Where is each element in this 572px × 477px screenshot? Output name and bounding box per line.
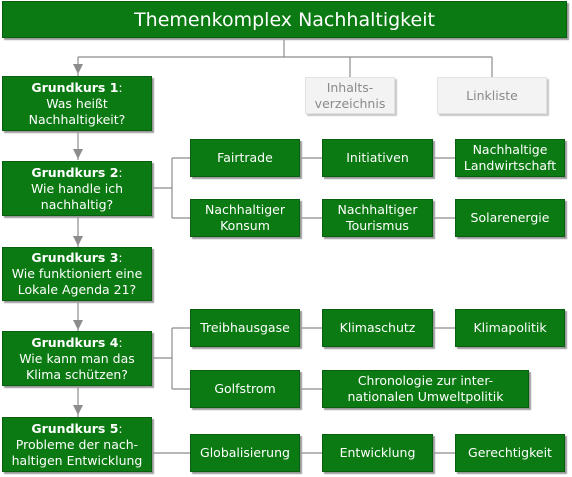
course-5[interactable]: Grundkurs 5: Probleme der nach- haltigen… <box>2 417 152 472</box>
course-label: Grundkurs 5 <box>31 420 119 436</box>
arrow-down-icon <box>73 236 83 246</box>
topic-klimapolitik[interactable]: Klimapolitik <box>455 309 565 347</box>
course-question: Was heißt Nachhaltigkeit? <box>28 95 126 127</box>
diagram-title[interactable]: Themenkomplex Nachhaltigkeit <box>2 1 567 38</box>
arrow-down-icon <box>73 64 83 74</box>
toc-link[interactable]: Inhalts- verzeichnis <box>305 77 395 114</box>
course-4[interactable]: Grundkurs 4: Wie kann man das Klima schü… <box>2 331 152 386</box>
topic-nachhaltige-landwirtschaft[interactable]: Nachhaltige Landwirtschaft <box>455 139 565 177</box>
topic-nachhaltiger-tourismus[interactable]: Nachhaltiger Tourismus <box>322 199 433 237</box>
topic-treibhausgase[interactable]: Treibhausgase <box>190 309 300 347</box>
course-question: Wie handle ich nachhaltig? <box>30 180 124 212</box>
course-label: Grundkurs 3 <box>31 250 119 265</box>
topic-fairtrade[interactable]: Fairtrade <box>190 139 300 177</box>
arrow-down-icon <box>73 405 83 415</box>
topic-gerechtigkeit[interactable]: Gerechtigkeit <box>455 434 565 472</box>
course-label: Grundkurs 2 <box>31 164 119 180</box>
course-question: Probleme der nach- haltigen Entwicklung <box>11 436 143 468</box>
arrow-down-icon <box>73 149 83 159</box>
course-label: Grundkurs 4 <box>31 334 119 350</box>
topic-entwicklung[interactable]: Entwicklung <box>322 434 433 472</box>
course-question: Wie funktioniert eine Lokale Agenda 21? <box>11 266 143 297</box>
linklist-link[interactable]: Linkliste <box>437 77 547 114</box>
topic-globalisierung[interactable]: Globalisierung <box>190 434 300 472</box>
course-label: Grundkurs 1 <box>31 79 119 95</box>
course-3[interactable]: Grundkurs 3: Wie funktioniert eine Lokal… <box>2 247 152 301</box>
topic-solarenergie[interactable]: Solarenergie <box>455 199 565 237</box>
topic-nachhaltiger-konsum[interactable]: Nachhaltiger Konsum <box>190 199 300 237</box>
arrow-down-icon <box>73 320 83 330</box>
topic-chronologie-umweltpolitik[interactable]: Chronologie zur inter- nationalen Umwelt… <box>322 370 529 408</box>
course-2[interactable]: Grundkurs 2: Wie handle ich nachhaltig? <box>2 161 152 216</box>
topic-klimaschutz[interactable]: Klimaschutz <box>322 309 433 347</box>
topic-initiativen[interactable]: Initiativen <box>322 139 433 177</box>
topic-golfstrom[interactable]: Golfstrom <box>190 370 300 408</box>
course-1[interactable]: Grundkurs 1: Was heißt Nachhaltigkeit? <box>2 76 152 131</box>
course-question: Wie kann man das Klima schützen? <box>19 350 135 382</box>
